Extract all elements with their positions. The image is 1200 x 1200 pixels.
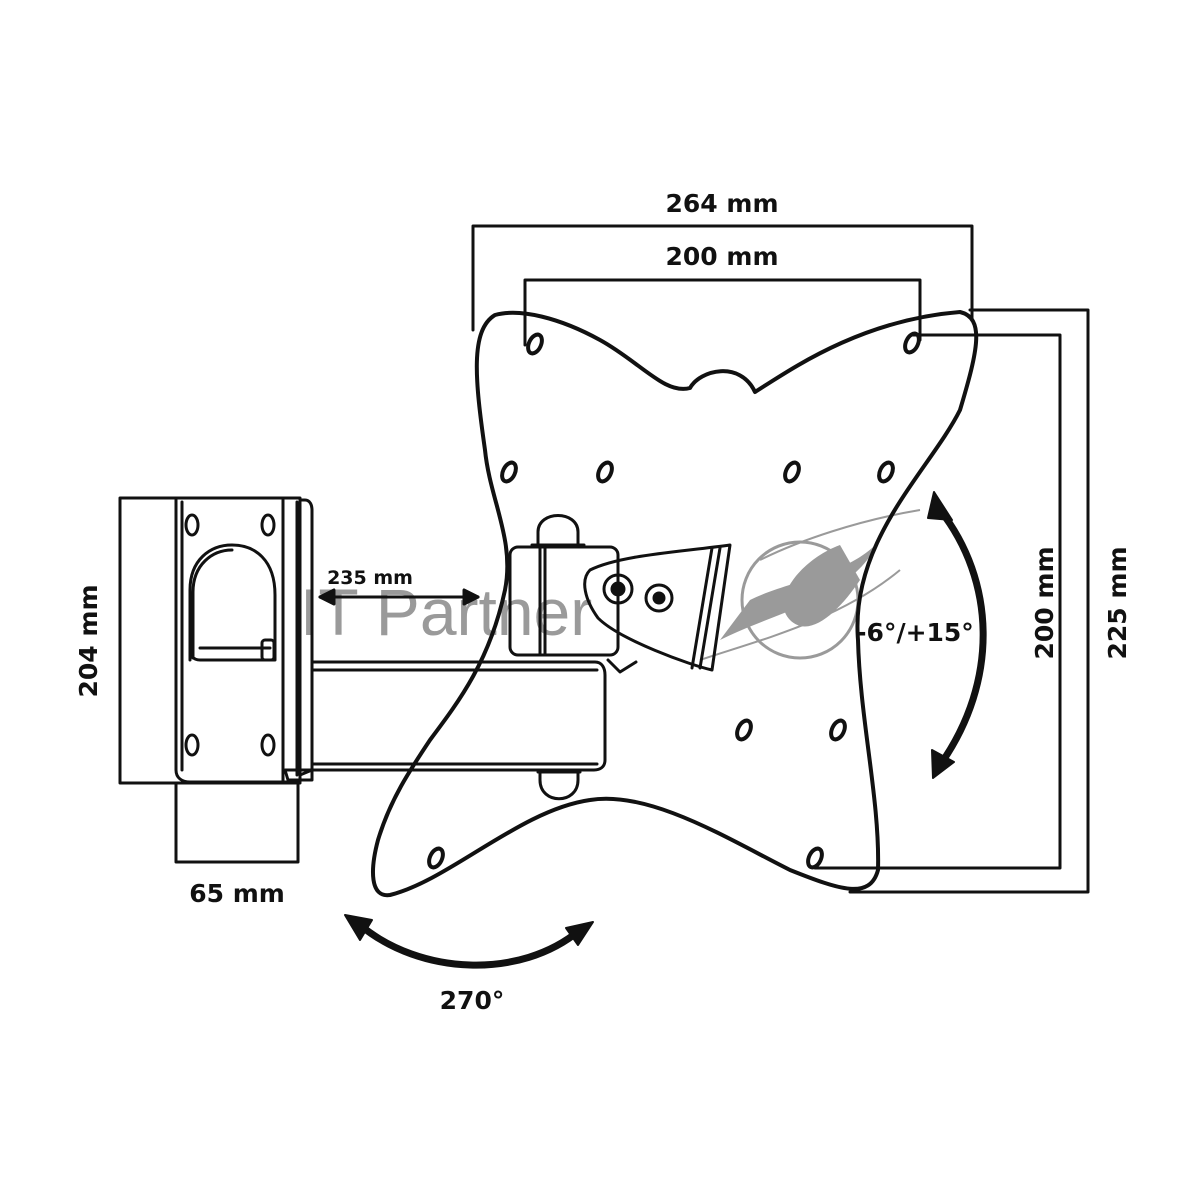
- label-wall-plate-depth: 65 mm: [189, 879, 285, 908]
- swivel-arrow-icon: [344, 914, 594, 969]
- label-tilt: -6°/+15°: [856, 618, 974, 647]
- wall-plate: [118, 496, 314, 864]
- label-overall-width: 264 mm: [666, 189, 779, 218]
- tilt-arrow-icon: [927, 491, 987, 779]
- mounting-holes: [427, 331, 921, 870]
- dim-line-vesa-vertical: [813, 333, 1062, 870]
- tilt-head: [508, 514, 732, 674]
- label-vesa-horizontal: 200 mm: [666, 242, 779, 271]
- label-overall-height: 225 mm: [1103, 547, 1132, 660]
- dim-line-overall-width: [471, 224, 974, 332]
- label-swivel: 270°: [440, 986, 505, 1015]
- swivel-arm: [310, 660, 607, 801]
- dim-line-overall-height: [848, 308, 1090, 894]
- label-vesa-vertical: 200 mm: [1030, 547, 1059, 660]
- label-wall-plate-height: 204 mm: [74, 585, 103, 698]
- arm-extension-arrow: [318, 588, 480, 606]
- label-arm-extension: 235 mm: [327, 567, 413, 589]
- watermark-logo-icon: [699, 509, 921, 661]
